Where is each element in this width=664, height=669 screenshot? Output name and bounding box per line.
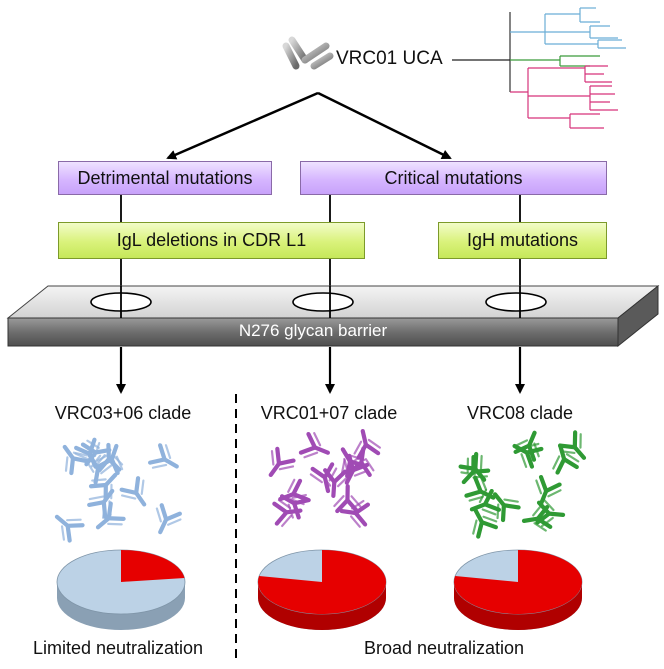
antibody-icon [350,428,381,458]
igl-deletions-box: IgL deletions in CDR L1 [58,222,365,259]
barrier-hole [486,293,546,311]
vrc01-uca-antibody-icon [286,40,330,90]
antibody-icon [119,476,155,511]
neutralization-pie [57,550,185,630]
antibody-icon [148,504,182,538]
root-label: VRC01 UCA [336,48,443,70]
antibody-icon [90,501,126,537]
neutralization-pie [454,550,582,630]
antibody-icon [529,476,562,509]
neutralized-slice [121,550,184,582]
limited-neutralization-label: Limited neutralization [4,638,232,659]
phylogenetic-tree [510,8,626,128]
clade-label: VRC03+06 clade [38,403,208,424]
antibody-cluster [260,428,381,527]
broad-neutralization-label: Broad neutralization [244,638,644,659]
root-arrows [168,93,450,158]
antibody-icon [300,431,333,464]
detrimental-mutations-box: Detrimental mutations [58,161,272,195]
antibody-cluster [49,437,184,543]
antibody-icon [149,443,184,478]
critical-mutations-box: Critical mutations [300,161,607,195]
antibody-icon [334,486,360,511]
barrier-label: N276 glycan barrier [8,321,618,341]
antibody-cluster [454,428,594,538]
barrier-hole [293,293,353,311]
antibody-icon [49,507,85,543]
clade-label: VRC01+07 clade [244,403,414,424]
neutralization-pie [258,550,386,630]
clade-arrows [121,347,520,392]
clade-label: VRC08 clade [435,403,605,424]
igh-mutations-box: IgH mutations [438,222,607,259]
antibody-icon [260,447,296,483]
